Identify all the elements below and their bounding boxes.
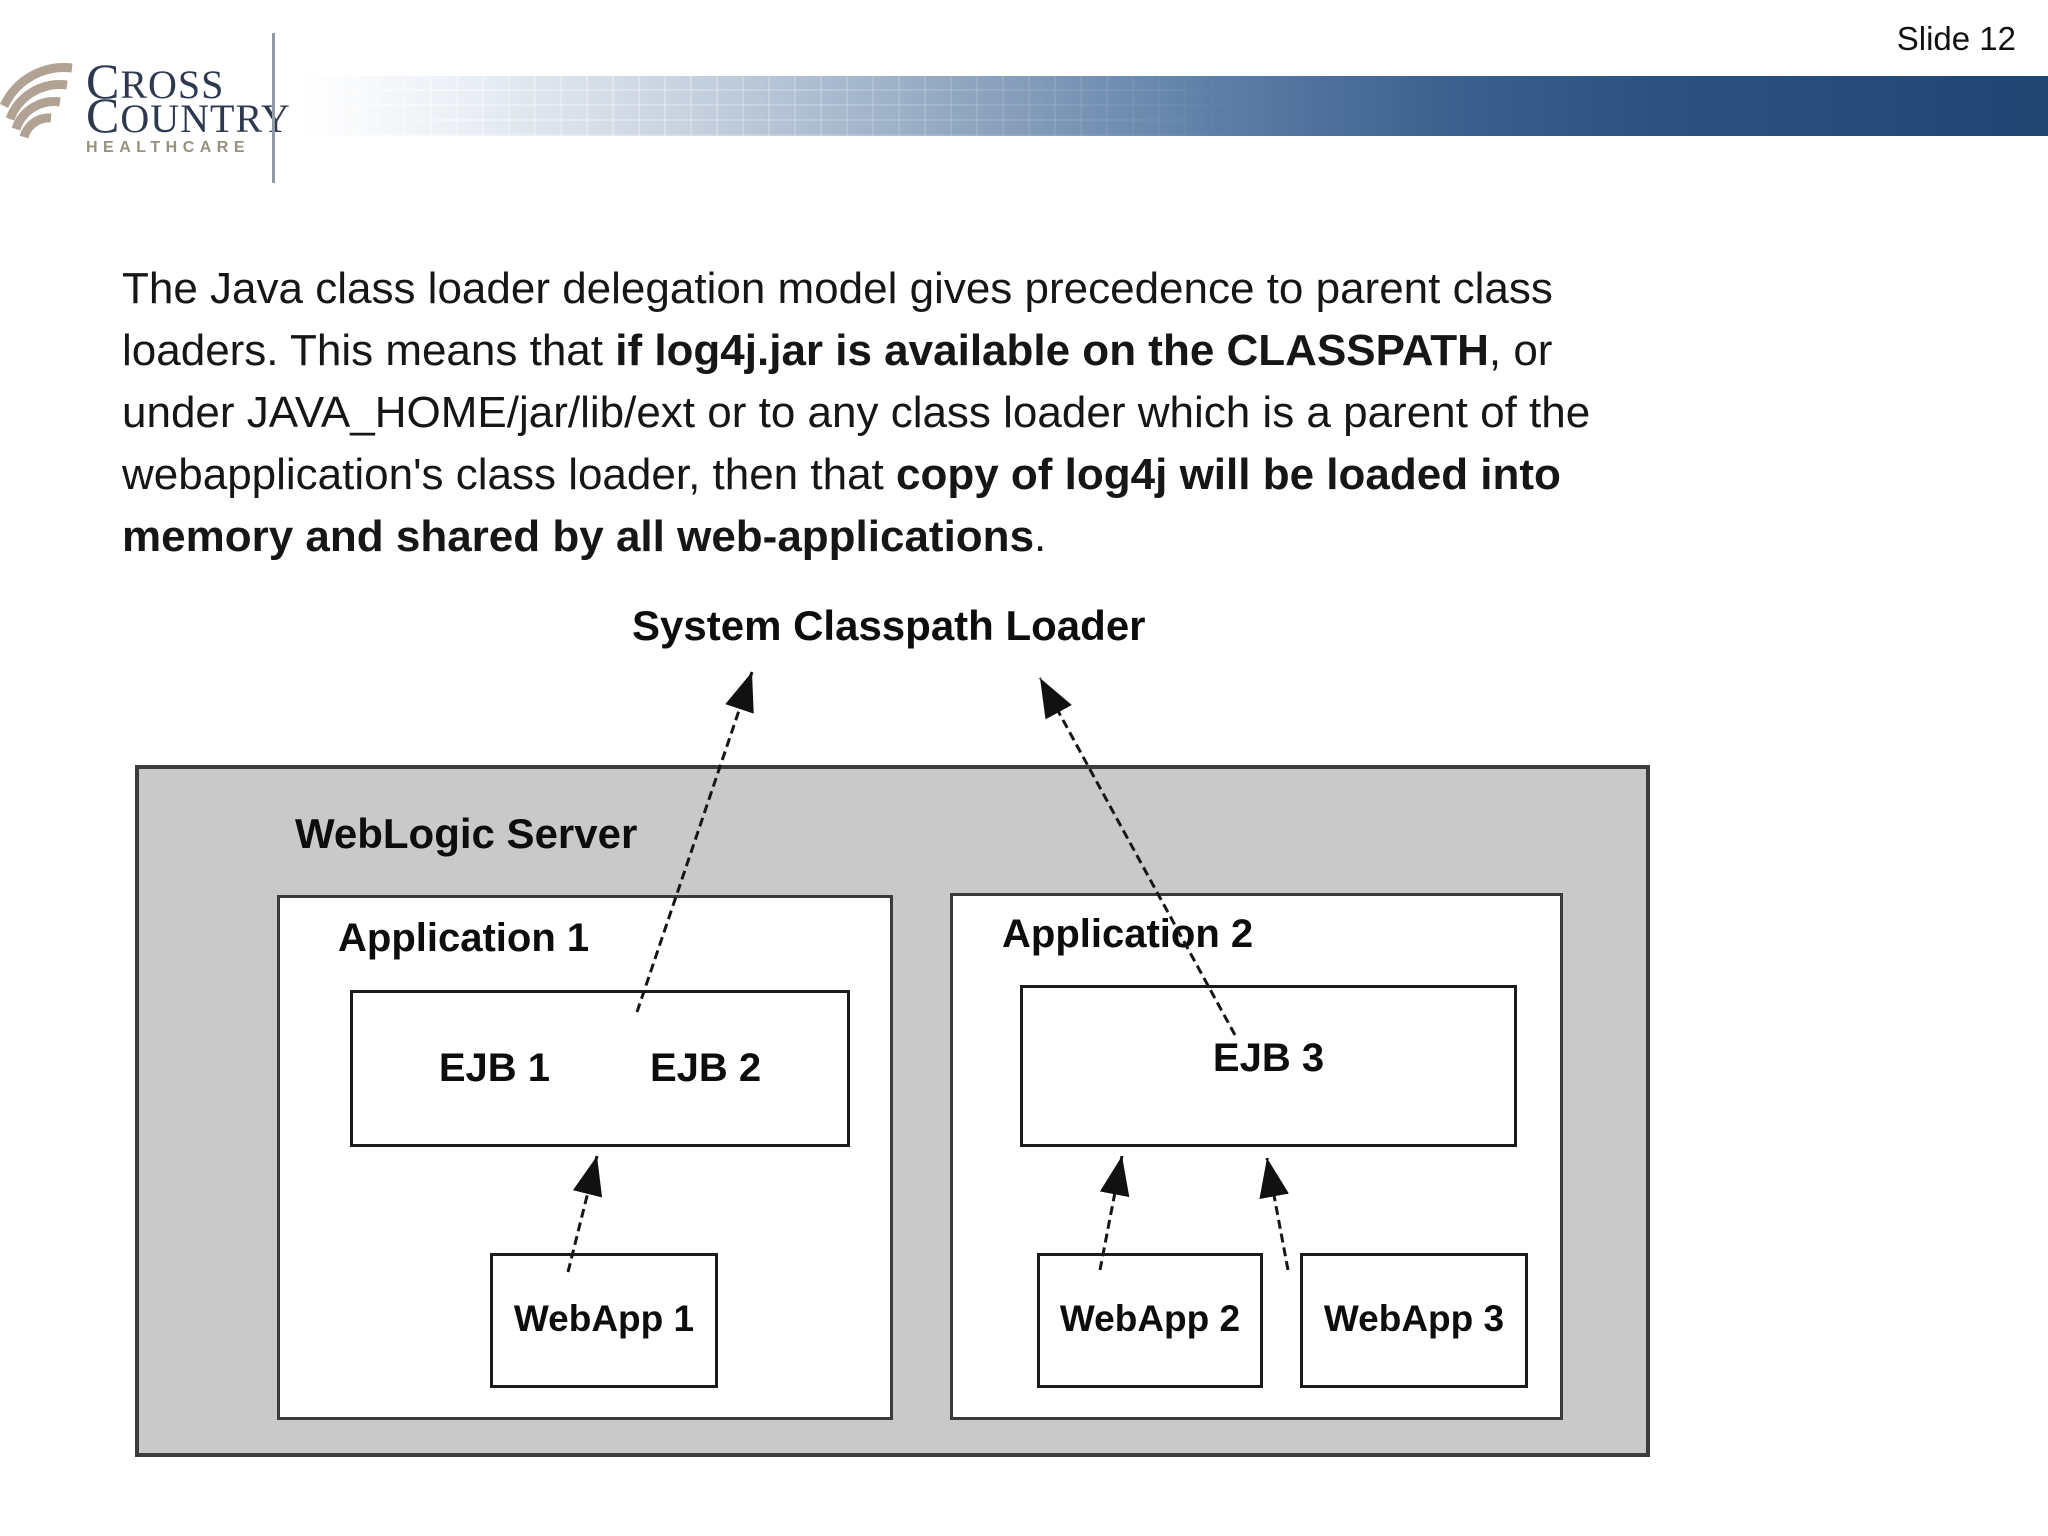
header-gradient-bar <box>300 76 2048 136</box>
logo-line-healthcare: HEALTHCARE <box>86 139 251 156</box>
ejb2-label: EJB 2 <box>650 1046 762 1090</box>
cross-country-globe-icon <box>0 63 73 139</box>
webapp1-box: WebApp 1 <box>490 1253 718 1388</box>
ejb3-label: EJB 3 <box>1212 1036 1325 1080</box>
cross-country-logo: CROSS COUNTRY HEALTHCARE <box>86 53 291 156</box>
webapp3-label: WebApp 3 <box>1323 1298 1505 1339</box>
webapp3-box: WebApp 3 <box>1300 1253 1528 1388</box>
paragraph-line: webapplication's class loader, then that… <box>122 450 1561 499</box>
paragraph-line: The Java class loader delegation model g… <box>122 264 1553 313</box>
webapp2-label: WebApp 2 <box>1059 1298 1241 1339</box>
system-classpath-loader-label: System Classpath Loader <box>632 602 1146 649</box>
webapp1-label: WebApp 1 <box>513 1298 695 1339</box>
header-bar-grid-pattern <box>300 76 2048 136</box>
ejb3-box: EJB 3 <box>1020 985 1517 1147</box>
application1-label: Application 1 <box>338 916 590 960</box>
webapp2-box: WebApp 2 <box>1037 1253 1263 1388</box>
ejb1-ejb2-box: EJB 1 EJB 2 <box>350 990 850 1147</box>
paragraph-line: under JAVA_HOME/jar/lib/ext or to any cl… <box>122 388 1591 437</box>
paragraph-line: loaders. This means that if log4j.jar is… <box>122 326 1553 375</box>
ejb1-label: EJB 1 <box>438 1046 550 1090</box>
logo-line-country: COUNTRY <box>86 87 291 143</box>
weblogic-server-label: WebLogic Server <box>295 810 638 857</box>
application2-label: Application 2 <box>1002 912 1254 956</box>
logo-line-cross: CROSS <box>86 53 225 109</box>
body-paragraph: The Java class loader delegation model g… <box>122 258 2022 568</box>
paragraph-line: memory and shared by all web-application… <box>122 512 1047 561</box>
header-divider <box>272 33 275 183</box>
slide-number: Slide 12 <box>1896 20 2016 57</box>
